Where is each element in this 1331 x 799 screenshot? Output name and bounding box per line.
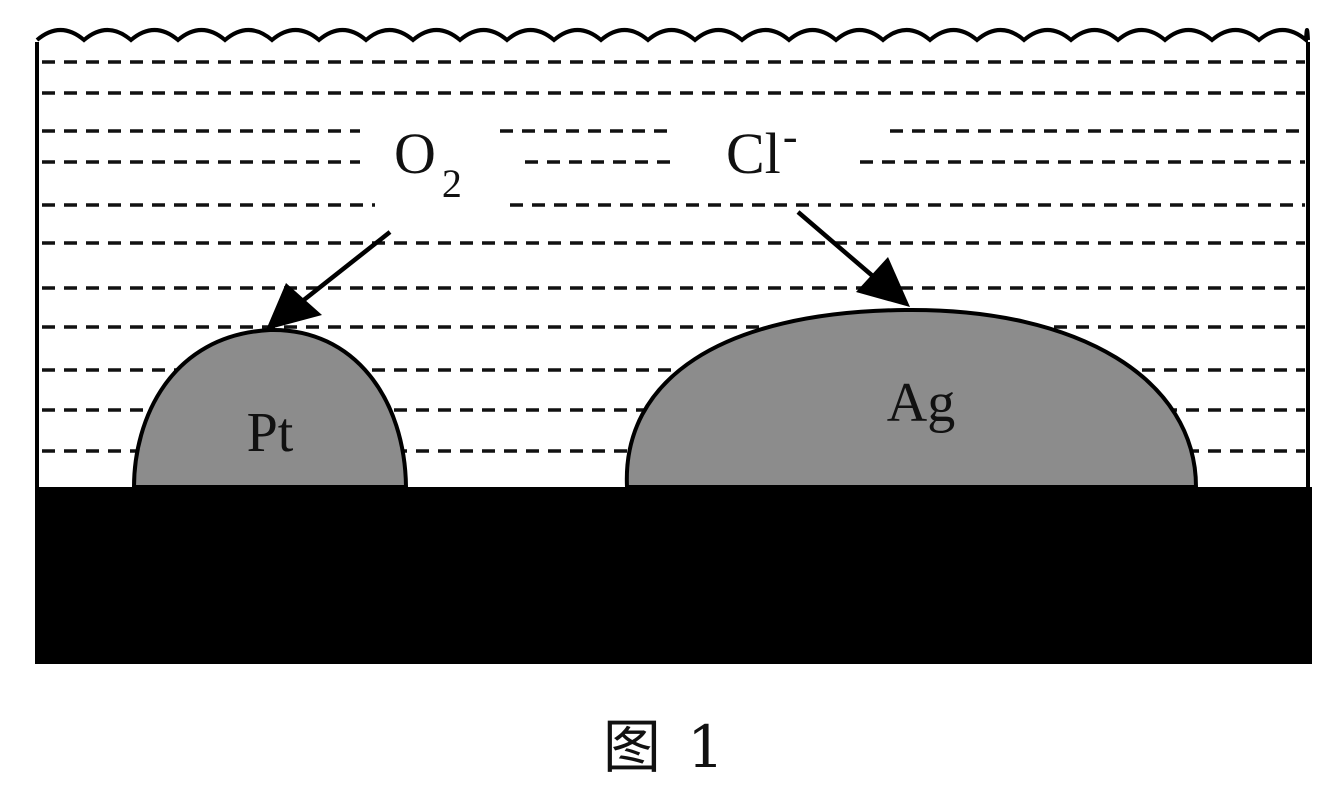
oxygen-label-base: O [394,121,436,186]
figure-caption: 图 1 [602,713,729,781]
platinum-label: Pt [247,402,294,464]
platinum-deposit [131,327,409,489]
chloride-arrow [796,210,910,307]
oxygen-arrow [266,230,392,330]
chloride-label: Cl- [726,112,797,186]
silver-label: Ag [887,372,955,434]
chloride-label-base: Cl [726,121,781,186]
chloride-label-superscript: - [783,112,798,161]
oxygen-label-subscript: 2 [442,161,462,206]
metal-substrate [35,487,1312,664]
solution-surface-wave [35,28,1310,45]
silver-deposit [624,307,1199,489]
